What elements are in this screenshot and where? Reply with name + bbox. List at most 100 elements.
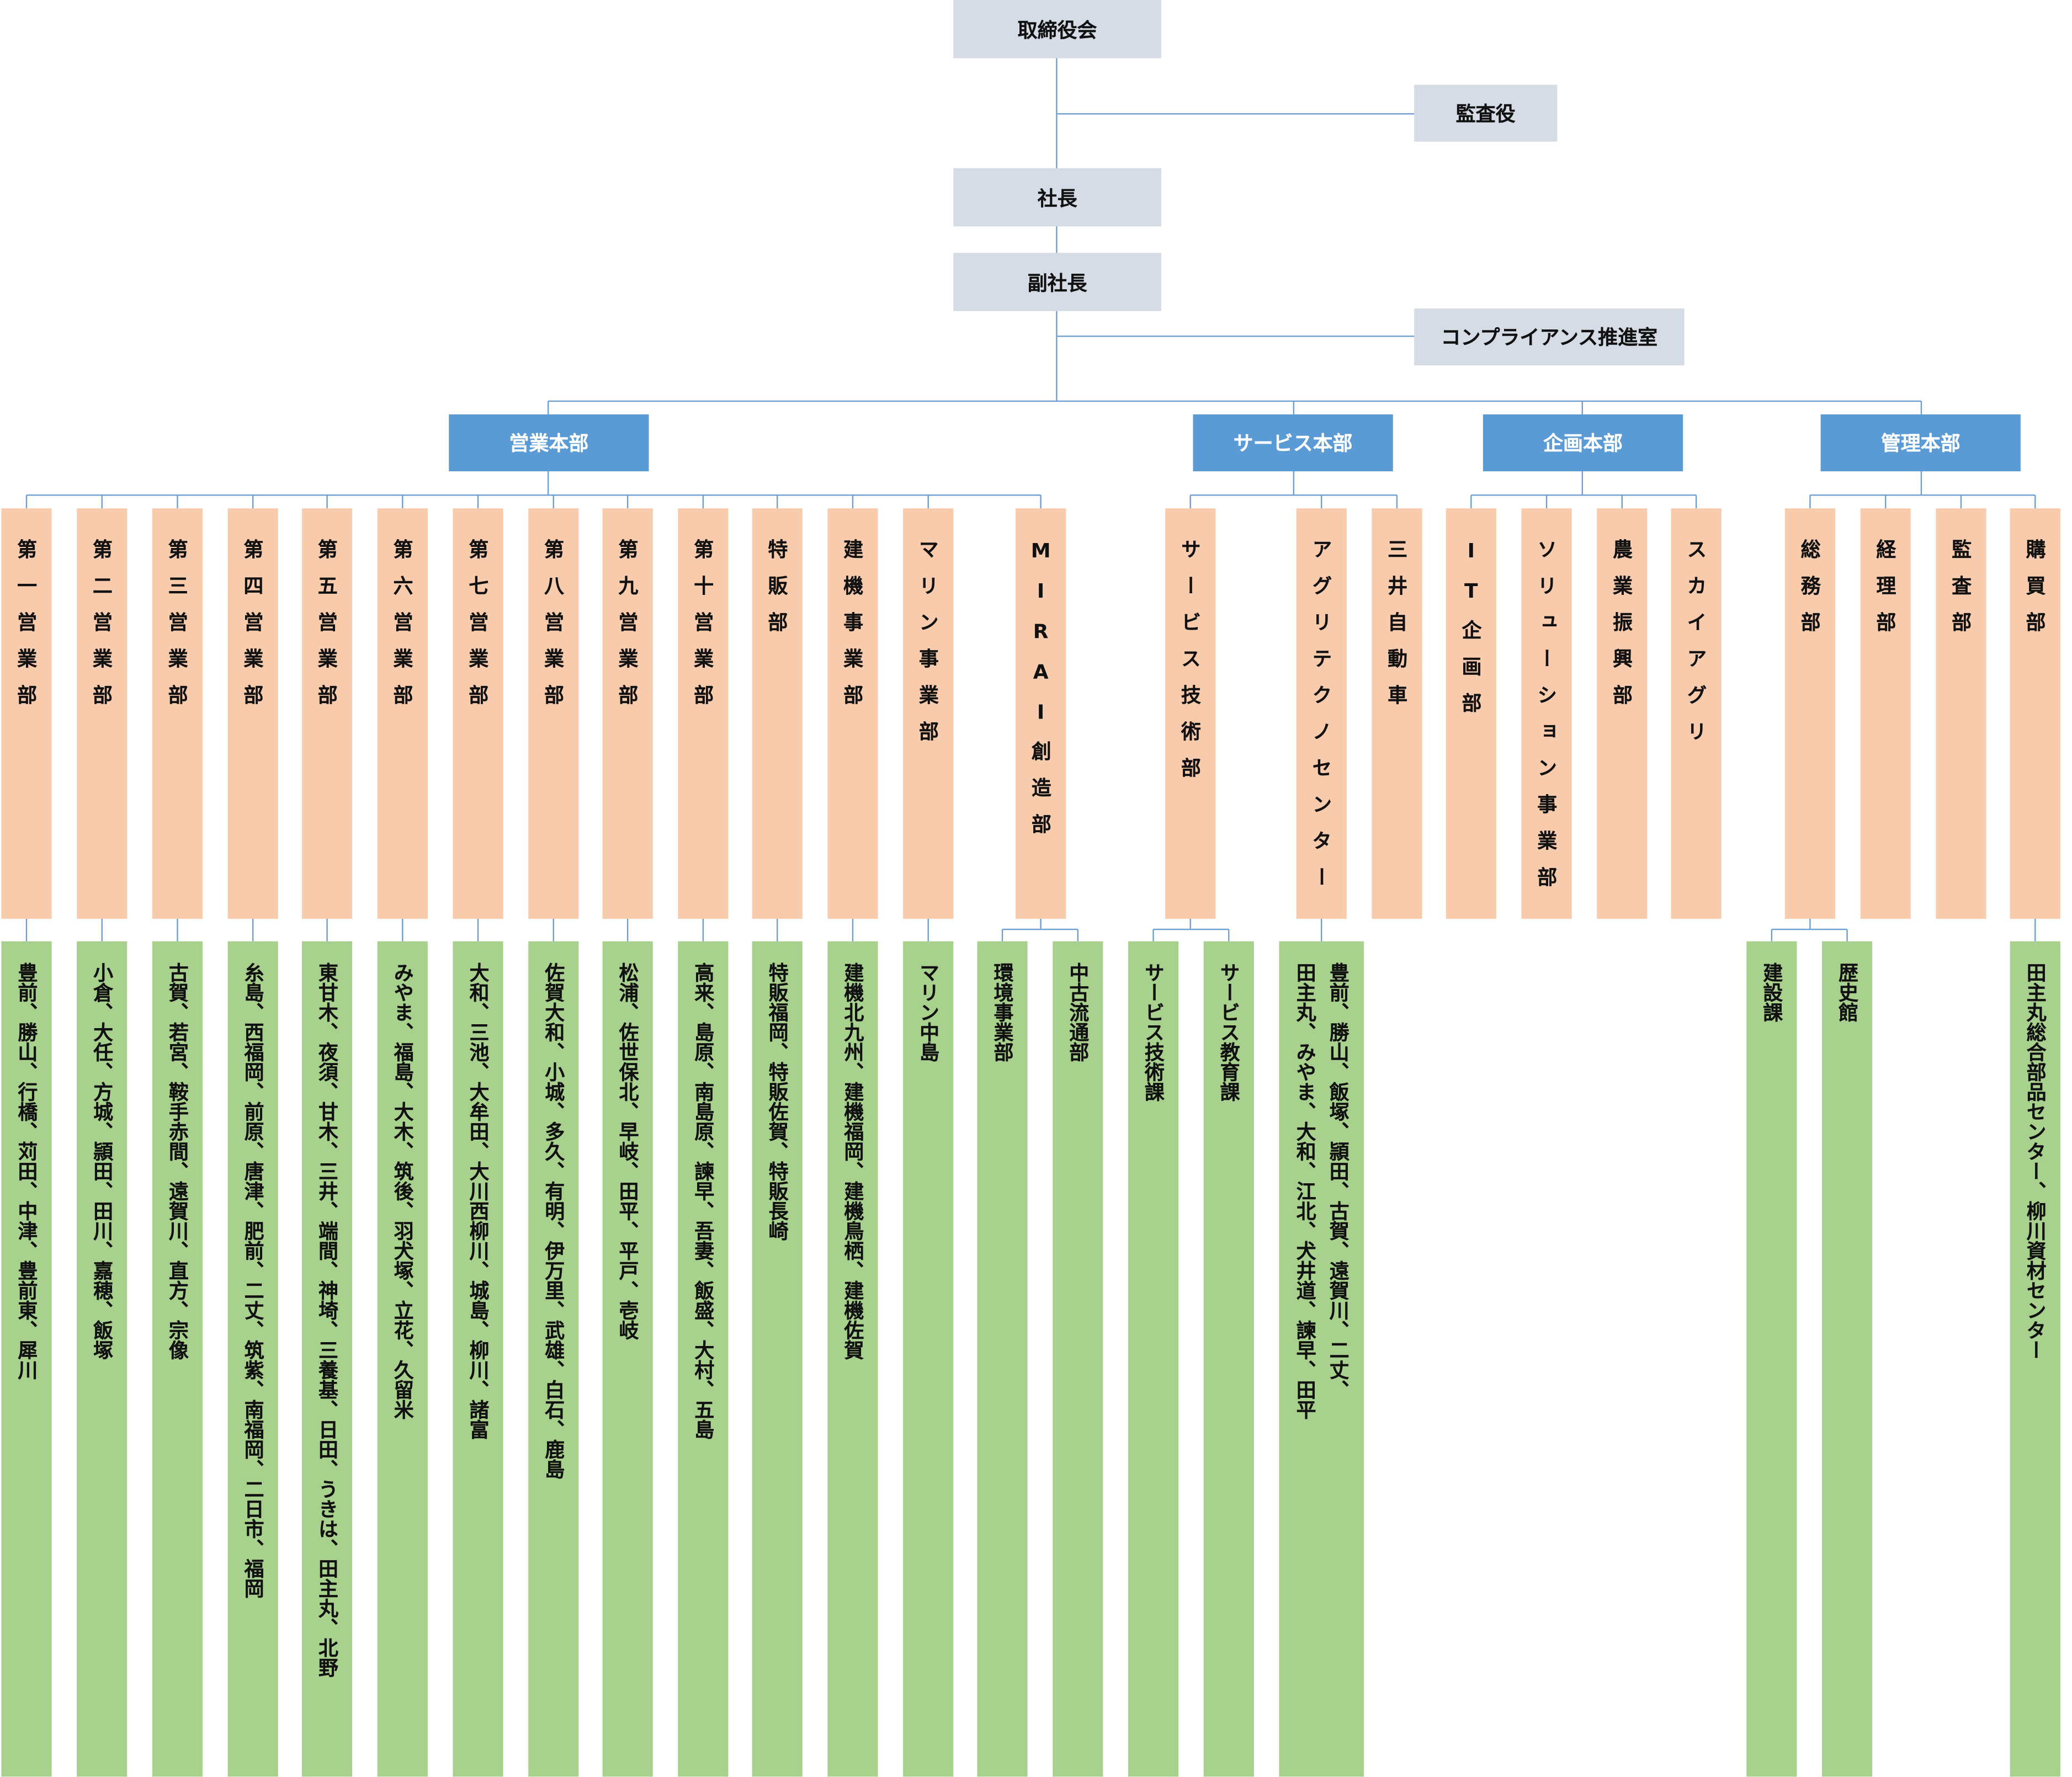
president-label: 社長 xyxy=(1037,186,1077,210)
branch-box-sales-3: 古賀、若宮、鞍手赤間、遠賀川、直方、宗像 xyxy=(152,941,203,1777)
board-of-directors-box: 取締役会 xyxy=(953,0,1161,58)
president-box: 社長 xyxy=(953,168,1161,227)
dept-box-sales-10: 第十営業部 xyxy=(678,508,729,919)
dept-label: IT企画部 xyxy=(1459,539,1483,729)
connector-executive xyxy=(1056,58,1415,401)
branch-box-sales-5: 東甘木、夜須、甘木、三井、端間、神埼、三養基、日田、うきは、田主丸、北野 xyxy=(301,941,353,1777)
dept-label: 第九営業部 xyxy=(615,539,640,721)
branch-label: 豊前、勝山、行橋、苅田、中津、豊前東、犀川 xyxy=(15,962,39,1380)
branch-label: 中古流通部 xyxy=(1066,962,1091,1062)
dept-label: 購買部 xyxy=(2023,539,2047,648)
branch-box-service-technology: サービス技術課 xyxy=(1128,941,1179,1777)
branch-box-construction-section: 建設課 xyxy=(1746,941,1797,1777)
dept-label: スカイアグリ xyxy=(1684,539,1708,758)
dept-label: 第一営業部 xyxy=(14,539,39,721)
branch-box-sales-8: 佐賀大和、小城、多久、有明、伊万里、武雄、白石、鹿島 xyxy=(528,941,579,1777)
branch-box-environment: 環境事業部 xyxy=(977,941,1028,1777)
branch-box-sales-7: 大和、三池、大牟田、大川西柳川、城島、柳川、諸富 xyxy=(453,941,503,1777)
dept-box-it-planning: IT企画部 xyxy=(1446,508,1496,919)
dept-box-sales-5: 第五営業部 xyxy=(301,508,353,919)
branch-box-sales-4: 糸島、西福岡、前原、唐津、肥前、二丈、筑紫、南福岡、二日市、福岡 xyxy=(227,941,278,1777)
division-planning-box: 企画本部 xyxy=(1483,414,1683,472)
dept-label: 第八営業部 xyxy=(541,539,566,721)
division-admin-box: 管理本部 xyxy=(1820,414,2021,472)
dept-label: 第六営業部 xyxy=(390,539,415,721)
dept-box-special-sales: 特販部 xyxy=(752,508,803,919)
division-sales-box: 営業本部 xyxy=(449,414,649,472)
branch-box-sales-10: 高来、島原、南島原、諫早、吾妻、飯盛、大村、五島 xyxy=(678,941,729,1777)
dept-box-mirai-creation: MIRAI創造部 xyxy=(1016,508,1066,919)
branch-box-agritechno-locations: 豊前、勝山、飯塚、頴田、古賀、遠賀川、二丈、 田主丸、みやま、大和、江北、犬井道… xyxy=(1279,941,1364,1777)
dept-label: 第二営業部 xyxy=(90,539,114,721)
vice-president-label: 副社長 xyxy=(1027,270,1087,295)
branch-box-service-education: サービス教育課 xyxy=(1203,941,1254,1777)
branch-box-sales-9: 松浦、佐世保北、早岐、田平、平戸、壱岐 xyxy=(602,941,653,1777)
dept-box-sky-agri: スカイアグリ xyxy=(1671,508,1722,919)
branch-label: 特販福岡、特販佐賀、特販長崎 xyxy=(766,962,790,1241)
branch-label: 松浦、佐世保北、早岐、田平、平戸、壱岐 xyxy=(616,962,640,1340)
auditor-label: 監査役 xyxy=(1455,102,1516,126)
connector-planning xyxy=(1470,471,1697,509)
dept-box-sales-1: 第一営業部 xyxy=(1,508,52,919)
vice-president-box: 副社長 xyxy=(953,253,1161,311)
division-service-label: サービス本部 xyxy=(1233,432,1353,456)
dept-box-agritechno-center: アグリテクノセンター xyxy=(1296,508,1347,919)
dept-box-marine: マリン事業部 xyxy=(903,508,954,919)
branch-label: サービス技術課 xyxy=(1142,962,1166,1102)
branch-label: 糸島、西福岡、前原、唐津、肥前、二丈、筑紫、南福岡、二日市、福岡 xyxy=(241,962,265,1598)
dept-label: マリン事業部 xyxy=(916,539,941,758)
branch-label: 豊前、勝山、飯塚、頴田、古賀、遠賀川、二丈、 田主丸、みやま、大和、江北、犬井道… xyxy=(1293,962,1351,1419)
branch-label: 東甘木、夜須、甘木、三井、端間、神埼、三養基、日田、うきは、田主丸、北野 xyxy=(316,962,340,1678)
branch-label: 田主丸総合部品センター、柳川資材センター xyxy=(2023,962,2048,1360)
connector-sales xyxy=(25,471,1042,509)
dept-box-service-technology: サービス技術部 xyxy=(1165,508,1216,919)
division-admin-label: 管理本部 xyxy=(1880,432,1961,456)
dept-box-sales-6: 第六営業部 xyxy=(377,508,428,919)
connector-branches xyxy=(25,918,2036,941)
dept-label: 特販部 xyxy=(765,539,789,648)
dept-box-sales-9: 第九営業部 xyxy=(602,508,653,919)
branch-label: 歴史館 xyxy=(1836,962,1860,1023)
branch-label: 佐賀大和、小城、多久、有明、伊万里、武雄、白石、鹿島 xyxy=(542,962,566,1479)
dept-box-sales-7: 第七営業部 xyxy=(453,508,503,919)
dept-label: 総務部 xyxy=(1798,539,1823,648)
branch-label: サービス教育課 xyxy=(1217,962,1242,1102)
dept-label: 農業振興部 xyxy=(1610,539,1634,721)
branch-box-marine: マリン中島 xyxy=(903,941,954,1777)
dept-label: 第三営業部 xyxy=(165,539,190,721)
dept-label: ソリューション事業部 xyxy=(1534,539,1559,903)
dept-box-accounting: 経理部 xyxy=(1860,508,1911,919)
dept-box-sales-2: 第二営業部 xyxy=(77,508,127,919)
branch-label: 環境事業部 xyxy=(991,962,1015,1062)
branch-label: 古賀、若宮、鞍手赤間、遠賀川、直方、宗像 xyxy=(166,962,190,1360)
dept-box-general-affairs: 総務部 xyxy=(1784,508,1836,919)
board-of-directors-label: 取締役会 xyxy=(1017,18,1097,42)
dept-box-sales-4: 第四営業部 xyxy=(227,508,278,919)
compliance-office-box: コンプライアンス推進室 xyxy=(1414,308,1685,366)
branch-box-sales-6: みやま、福島、大木、筑後、羽犬塚、立花、久留米 xyxy=(377,941,428,1777)
dept-label: MIRAI創造部 xyxy=(1029,539,1053,850)
branch-label: 小倉、大任、方城、頴田、田川、嘉穂、飯塚 xyxy=(91,962,115,1360)
division-sales-label: 営業本部 xyxy=(509,432,589,456)
branch-box-used-distribution: 中古流通部 xyxy=(1053,941,1103,1777)
dept-box-sales-3: 第三営業部 xyxy=(152,508,203,919)
branch-label: 建設課 xyxy=(1760,962,1784,1023)
branch-box-special-sales: 特販福岡、特販佐賀、特販長崎 xyxy=(752,941,803,1777)
connector-service xyxy=(1189,471,1398,509)
dept-label: 建機事業部 xyxy=(841,539,865,721)
branch-label: 建機北九州、建機福岡、建機鳥栖、建機佐賀 xyxy=(841,962,865,1360)
branch-box-history-hall: 歴史館 xyxy=(1822,941,1873,1777)
auditor-box: 監査役 xyxy=(1414,84,1558,142)
branch-box-sales-1: 豊前、勝山、行橋、苅田、中津、豊前東、犀川 xyxy=(1,941,52,1777)
dept-label: 第七営業部 xyxy=(466,539,490,721)
dept-label: 経理部 xyxy=(1873,539,1898,648)
branch-box-parts-centers: 田主丸総合部品センター、柳川資材センター xyxy=(2010,941,2060,1777)
dept-label: 第十営業部 xyxy=(691,539,715,721)
branch-box-sales-2: 小倉、大任、方城、頴田、田川、嘉穂、飯塚 xyxy=(77,941,127,1777)
dept-label: サービス技術部 xyxy=(1178,539,1203,794)
division-planning-label: 企画本部 xyxy=(1543,432,1623,456)
dept-box-solutions: ソリューション事業部 xyxy=(1521,508,1572,919)
dept-box-audit: 監査部 xyxy=(1936,508,1986,919)
